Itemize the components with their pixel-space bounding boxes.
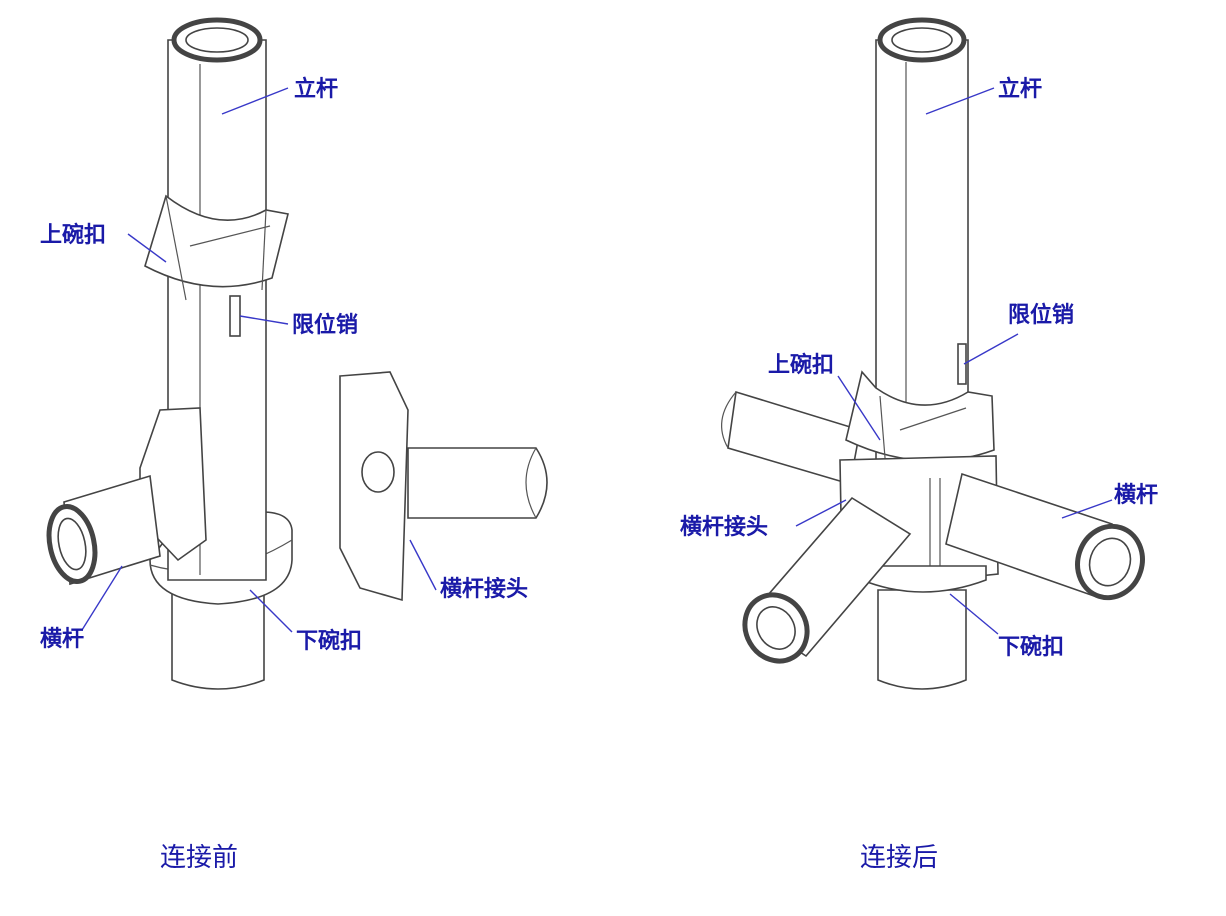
right-label-lower-bowl: 下碗扣 [998,634,1064,660]
left-figure: 立杆 上碗扣 限位销 横杆接头 横杆 下碗扣 连接前 [40,17,548,873]
left-label-upper-bowl: 上碗扣 [40,222,106,248]
left-limit-pin [229,295,241,337]
left-leader-lines [81,87,437,633]
left-label-horizontal-bar: 横杆 [40,627,84,652]
left-upper-bowl [144,194,289,301]
right-label-upper-bowl: 上碗扣 [768,352,834,378]
right-back-bar [721,390,861,486]
left-label-vertical-pole: 立杆 [294,76,338,102]
left-label-horizontal-joint: 横杆接头 [440,577,528,602]
right-left-bar [742,496,912,664]
right-right-bar [945,472,1145,601]
right-label-horizontal-joint: 横杆接头 [680,515,768,540]
right-leader-lines [795,87,1113,635]
right-caption: 连接后 [860,843,938,873]
left-caption: 连接前 [160,843,238,873]
right-label-horizontal-bar: 横杆 [1114,483,1158,508]
right-upper-bowl [845,370,995,471]
left-lower-pole [171,589,265,690]
left-horizontal-joint [339,371,548,602]
right-label-limit-pin: 限位销 [1008,302,1074,328]
right-limit-pin [957,343,967,385]
left-label-limit-pin: 限位销 [292,312,358,338]
right-label-vertical-pole: 立杆 [998,76,1042,102]
left-label-lower-bowl: 下碗扣 [296,628,362,654]
right-figure: 立杆 限位销 上碗扣 横杆 横杆接头 下碗扣 连接后 [680,17,1158,873]
right-lower-pole [877,589,967,690]
left-horizontal-bar [46,407,207,586]
